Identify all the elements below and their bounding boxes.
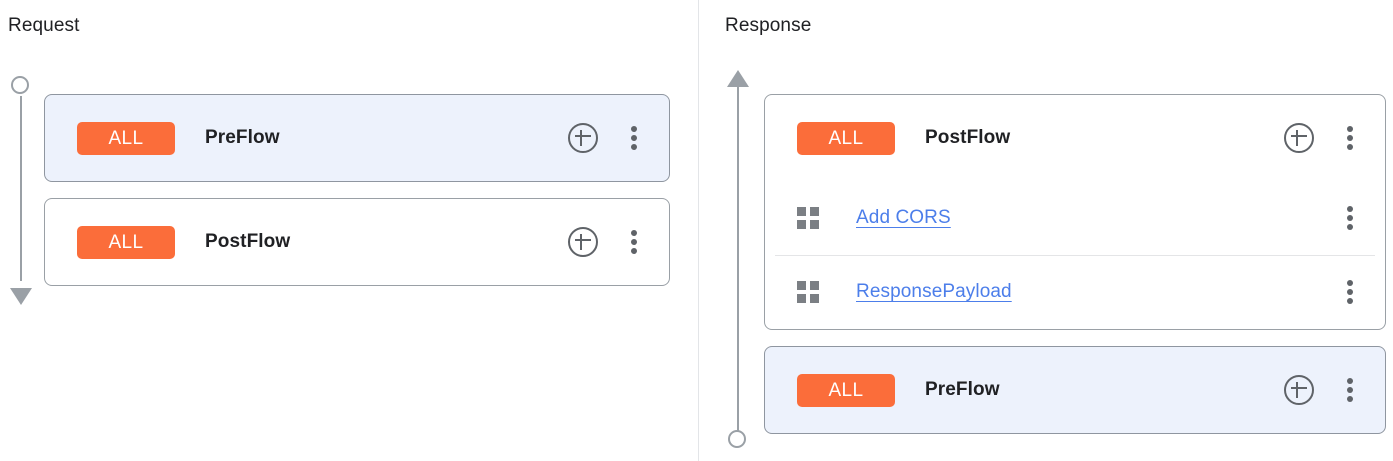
more-vert-icon[interactable] (620, 228, 648, 256)
flow-rail-line (737, 82, 739, 434)
response-panel: Response ALL PostFlow Add CORS (698, 0, 1393, 461)
policy-row[interactable]: Add CORS (765, 181, 1385, 255)
response-panel-title: Response (725, 15, 812, 36)
more-vert-icon[interactable] (1336, 204, 1364, 232)
flow-name-label: PreFlow (925, 379, 1000, 400)
flow-start-circle-icon (11, 76, 29, 94)
drag-grid-icon[interactable] (797, 281, 819, 303)
more-vert-icon[interactable] (1336, 376, 1364, 404)
flow-card-response-postflow[interactable]: ALL PostFlow Add CORS ResponsePayload (764, 94, 1386, 330)
flow-name-label: PostFlow (205, 231, 291, 252)
flow-name-label: PostFlow (925, 127, 1011, 148)
flow-header-row: ALL PostFlow (765, 95, 1385, 181)
flow-method-badge: ALL (797, 121, 895, 155)
policy-link-response-payload[interactable]: ResponsePayload (856, 281, 1012, 302)
request-panel-title: Request (8, 15, 80, 36)
flow-method-badge: ALL (797, 373, 895, 407)
flow-header-row: ALL PreFlow (765, 347, 1385, 433)
plus-circle-icon[interactable] (1284, 375, 1314, 405)
more-vert-icon[interactable] (1336, 278, 1364, 306)
plus-circle-icon[interactable] (568, 227, 598, 257)
flow-card-request-preflow[interactable]: ALL PreFlow (44, 94, 670, 182)
flow-start-circle-icon (728, 430, 746, 448)
flow-rail-line (20, 96, 22, 281)
plus-circle-icon[interactable] (568, 123, 598, 153)
response-flow-rail (717, 70, 759, 448)
policy-link-add-cors[interactable]: Add CORS (856, 207, 951, 228)
plus-circle-icon[interactable] (1284, 123, 1314, 153)
flow-method-badge: ALL (77, 121, 175, 155)
drag-grid-icon[interactable] (797, 207, 819, 229)
flow-name-label: PreFlow (205, 127, 280, 148)
flow-arrow-down-icon (10, 288, 32, 305)
flow-card-request-postflow[interactable]: ALL PostFlow (44, 198, 670, 286)
flow-method-badge: ALL (77, 225, 175, 259)
flow-card-response-preflow[interactable]: ALL PreFlow (764, 346, 1386, 434)
request-flow-cards: ALL PreFlow ALL PostFlow (44, 94, 670, 302)
more-vert-icon[interactable] (620, 124, 648, 152)
flow-header-row: ALL PostFlow (45, 199, 669, 285)
request-flow-rail (0, 70, 42, 305)
response-flow-cards: ALL PostFlow Add CORS ResponsePayload (764, 94, 1386, 450)
request-panel: Request ALL PreFlow ALL PostFlow (0, 15, 670, 305)
flow-header-row: ALL PreFlow (45, 95, 669, 181)
more-vert-icon[interactable] (1336, 124, 1364, 152)
policy-row[interactable]: ResponsePayload (765, 255, 1385, 329)
flow-arrow-up-icon (727, 70, 749, 87)
